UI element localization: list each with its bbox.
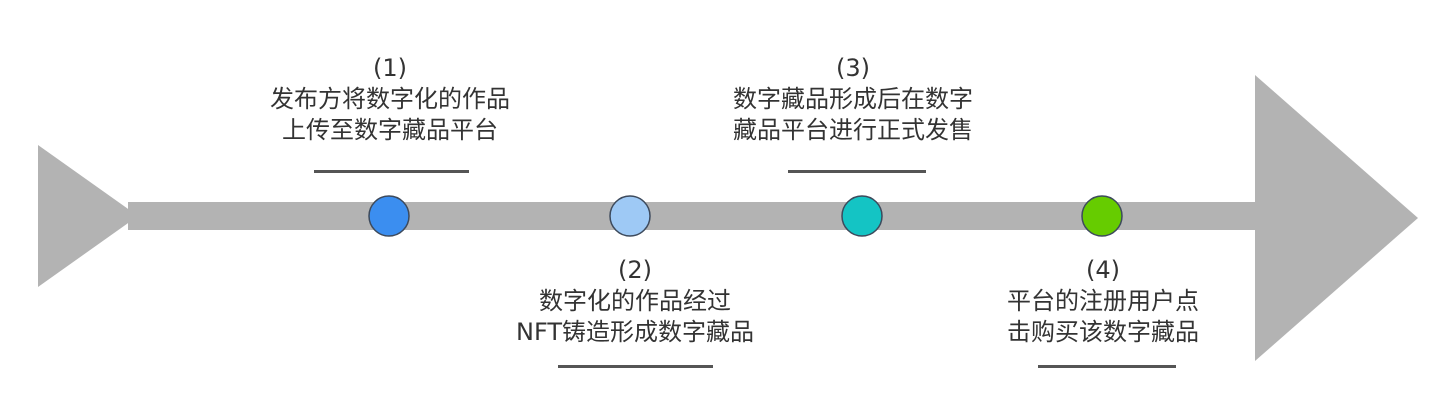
step-1-line2: 上传至数字藏品平台 bbox=[282, 116, 498, 144]
step-2-underline bbox=[558, 365, 713, 368]
step-4-line1: 平台的注册用户点 bbox=[1007, 287, 1199, 315]
arrow-tail bbox=[38, 145, 138, 287]
step-2-number: (2) bbox=[618, 256, 652, 284]
step-2-label: (2) 数字化的作品经过 NFT铸造形成数字藏品 bbox=[475, 255, 795, 348]
step-1-underline bbox=[314, 170, 469, 173]
step-3-line1: 数字藏品形成后在数字 bbox=[733, 85, 973, 113]
step-3-node bbox=[841, 195, 883, 237]
step-4-node bbox=[1081, 195, 1123, 237]
step-1-node bbox=[368, 195, 410, 237]
arrow-head bbox=[1255, 75, 1418, 361]
step-4-underline bbox=[1038, 365, 1176, 368]
step-4-number: (4) bbox=[1086, 256, 1120, 284]
step-3-underline bbox=[788, 170, 926, 173]
step-2-line1: 数字化的作品经过 bbox=[539, 287, 731, 315]
step-4-line2: 击购买该数字藏品 bbox=[1007, 318, 1199, 346]
arrow-shaft bbox=[128, 202, 1260, 230]
step-3-line2: 藏品平台进行正式发售 bbox=[733, 116, 973, 144]
step-1-line1: 发布方将数字化的作品 bbox=[270, 85, 510, 113]
step-2-node bbox=[609, 195, 651, 237]
step-1-number: (1) bbox=[373, 54, 407, 82]
step-1-label: (1) 发布方将数字化的作品 上传至数字藏品平台 bbox=[230, 53, 550, 146]
step-2-line2: NFT铸造形成数字藏品 bbox=[516, 318, 754, 346]
step-4-label: (4) 平台的注册用户点 击购买该数字藏品 bbox=[943, 255, 1263, 348]
step-3-number: (3) bbox=[836, 54, 870, 82]
step-3-label: (3) 数字藏品形成后在数字 藏品平台进行正式发售 bbox=[693, 53, 1013, 146]
